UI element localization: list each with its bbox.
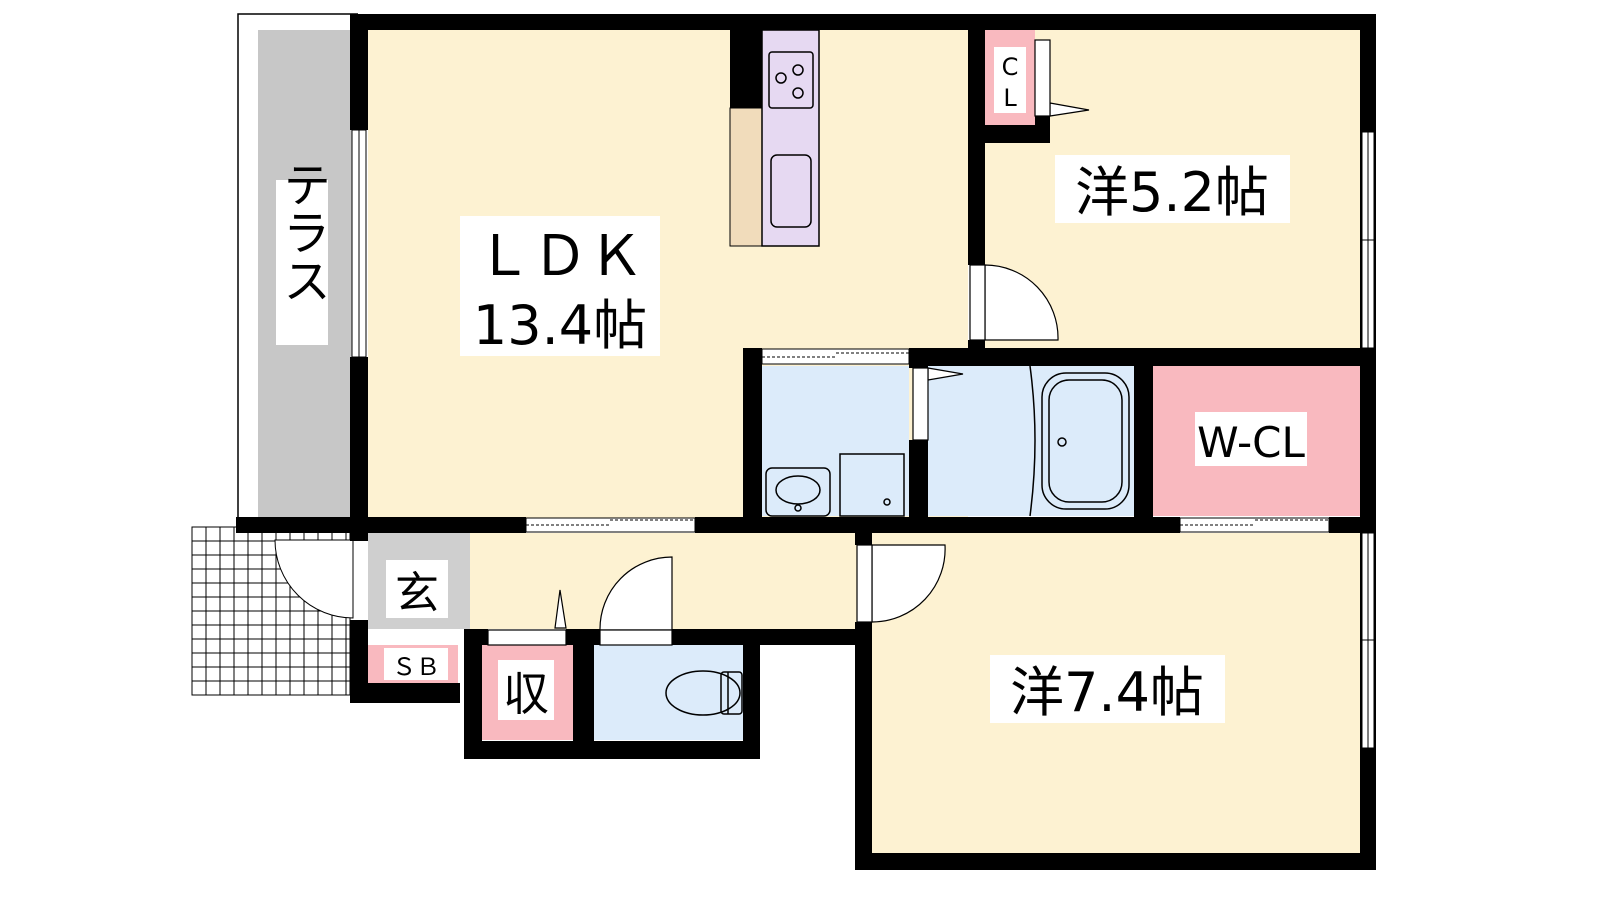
- walk-in-closet-label: W-CL: [1197, 418, 1305, 467]
- burner-icon: [792, 64, 804, 76]
- burner-icon: [792, 87, 804, 99]
- storage-label: 収: [503, 667, 549, 721]
- doors: [487, 39, 1090, 646]
- entrance-door-swing: [274, 539, 354, 619]
- door-western-2: [871, 544, 946, 623]
- toilet-floor: [594, 645, 743, 740]
- terrace-edge: [237, 13, 358, 527]
- sink: [770, 154, 812, 228]
- kitchen-counter: [729, 107, 763, 247]
- burner-icon: [775, 72, 787, 84]
- walls: [236, 14, 1376, 870]
- western-2-label: 洋7.4帖: [1010, 661, 1204, 724]
- kitchen-unit: [729, 29, 820, 247]
- closet-label-c: C: [1002, 53, 1019, 81]
- door-toilet: [599, 556, 673, 631]
- door-storage: [554, 589, 567, 629]
- fixtures: [665, 365, 1130, 716]
- shoe-box-label: ＳＢ: [392, 653, 440, 681]
- bath-curve-divider: [1029, 365, 1036, 517]
- entrance-label: 玄: [395, 568, 439, 619]
- washroom-floor: [762, 366, 909, 516]
- closet-label-l: L: [1003, 84, 1017, 112]
- door-western-1: [984, 264, 1059, 341]
- terrace-label: テラス: [274, 160, 330, 304]
- bathroom-floor: [928, 366, 1134, 516]
- ldk-label: ＬＤＫ: [476, 224, 644, 289]
- ldk-size-label: 13.4帖: [473, 294, 647, 357]
- bathtub: [1041, 372, 1130, 510]
- toilet-bowl: [665, 670, 741, 716]
- bathtub-inner: [1048, 379, 1123, 503]
- washbasin-bowl: [775, 475, 821, 505]
- room-labels: ＬＤＫ 13.4帖 洋5.2帖 洋7.4帖 W-CL テラス 玄 ＳＢ 収 C …: [274, 47, 1307, 724]
- windows: [351, 129, 1375, 749]
- washbasin: [765, 467, 831, 517]
- western-1-label: 洋5.2帖: [1075, 161, 1269, 224]
- stove: [768, 51, 814, 109]
- toilet-tank: [720, 671, 743, 715]
- washing-machine: [839, 453, 905, 517]
